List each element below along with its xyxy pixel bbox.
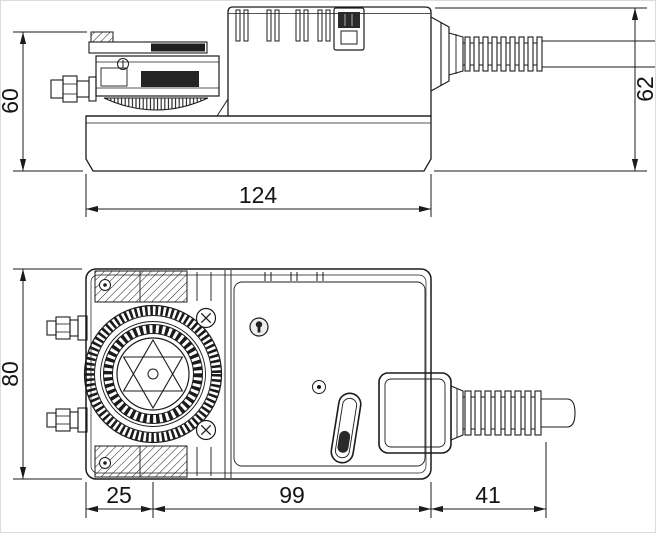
top-vent-marks-icon	[264, 272, 324, 281]
dim-label-99: 99	[279, 482, 305, 508]
side-view	[50, 6, 655, 172]
dim-label-80: 80	[1, 361, 23, 387]
clamp-screw-bottom-icon	[195, 419, 217, 441]
shaft-stud-bottom-icon	[46, 407, 88, 433]
dim-label-25: 25	[106, 482, 132, 508]
cable-corrugation-icon	[463, 36, 543, 72]
gear-teeth-icon	[103, 97, 209, 111]
switch-block-icon	[333, 7, 365, 51]
side-view-shaft-clamp	[50, 31, 220, 111]
dim-height-right: 62	[434, 7, 656, 172]
mounting-bracket-top	[94, 270, 212, 303]
universal-clamp	[83, 304, 223, 444]
side-view-housing	[216, 6, 432, 117]
dim-height-left: 60	[1, 31, 87, 172]
cable-connector-block	[378, 372, 452, 454]
side-view-cable	[430, 16, 655, 92]
side-view-base	[85, 115, 432, 172]
shaft-icon	[50, 75, 97, 103]
top-view-cable	[378, 372, 576, 454]
dim-label-62: 62	[632, 76, 656, 102]
cable-corrugation-icon	[463, 390, 542, 436]
vent-slots-icon	[235, 9, 331, 42]
position-indicator-icon	[312, 380, 326, 394]
manual-override-button-icon	[249, 317, 269, 337]
dimension-lines: 60 62 124 80	[1, 7, 656, 518]
dim-bottom-chain: 25 99 41	[85, 442, 547, 518]
shaft-stud-top-icon	[46, 315, 88, 341]
dim-body-height: 80	[1, 268, 82, 480]
clutch-lever-icon	[330, 392, 362, 464]
dim-label-124: 124	[239, 182, 278, 208]
mounting-bracket-bottom	[94, 445, 212, 478]
dim-total-width: 124	[85, 174, 432, 217]
clamp-screw-top-icon	[195, 307, 217, 329]
dim-label-60: 60	[1, 88, 23, 114]
top-view	[46, 268, 576, 480]
dim-label-41: 41	[475, 482, 501, 508]
